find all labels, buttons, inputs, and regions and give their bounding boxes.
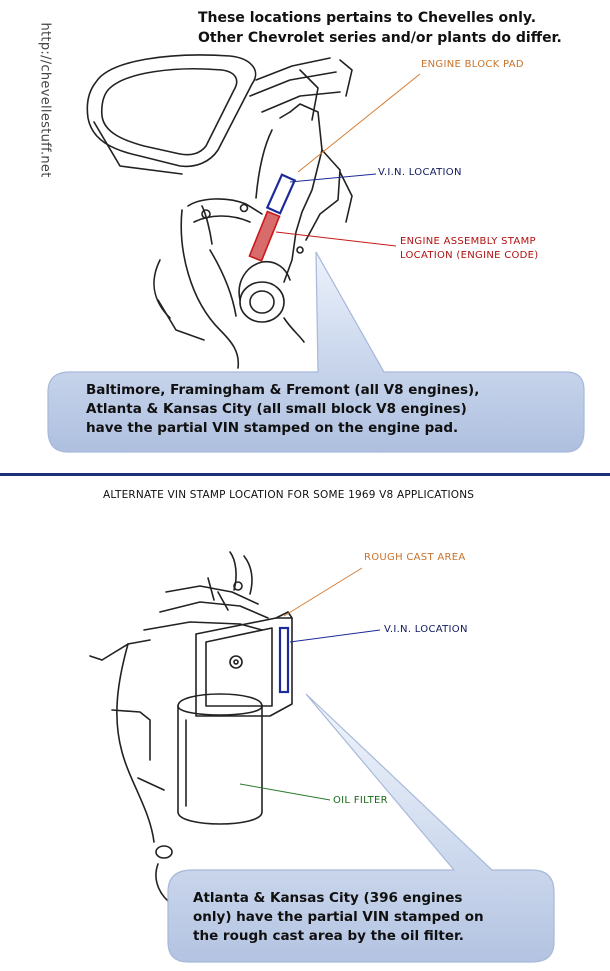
bottom-engine-drawing [89,551,293,905]
alternate-location-title: ALTERNATE VIN STAMP LOCATION FOR SOME 19… [103,489,475,501]
section-divider [0,473,610,476]
rough-cast-leader [283,567,363,617]
bottom-callout-line1: Atlanta & Kansas City (396 engines [193,890,463,906]
header-note-line1: These locations pertains to Chevelles on… [198,10,537,26]
top-callout-bubble [47,251,585,453]
vin-pad-marker [265,173,297,215]
top-callout-line2: Atlanta & Kansas City (all small block V… [86,401,467,417]
bottom-callout-bubble [167,693,555,963]
engine-block-pad-label: ENGINE BLOCK PAD [421,59,524,70]
top-callout-text: Baltimore, Framingham & Fremont (all V8 … [86,381,479,438]
engine-block-pad-leader [297,73,421,173]
bottom-callout-line3: the rough cast area by the oil filter. [193,928,464,944]
bottom-callout-text: Atlanta & Kansas City (396 engines only)… [193,889,484,946]
bottom-vin-leader [289,629,381,643]
top-callout-line1: Baltimore, Framingham & Fremont (all V8 … [86,382,480,398]
header-note: These locations pertains to Chevelles on… [198,8,562,48]
side-url: http://chevellestuff.net [36,22,53,178]
rough-cast-area-label: ROUGH CAST AREA [364,552,466,563]
assembly-stamp-label-line1: ENGINE ASSEMBLY STAMP [400,236,536,247]
assembly-stamp-leader [275,231,397,247]
assembly-stamp-label-line2: LOCATION (ENGINE CODE) [400,250,539,261]
vin-location-leader [289,173,377,183]
bottom-vin-marker [278,626,290,694]
oil-filter-leader [239,783,331,801]
bottom-vin-location-label: V.I.N. LOCATION [384,624,468,635]
header-note-line2: Other Chevrolet series and/or plants do … [198,30,562,46]
assembly-stamp-marker [248,210,281,262]
top-vin-location-label: V.I.N. LOCATION [378,167,462,178]
top-engine-drawing [86,54,353,369]
oil-filter-label: OIL FILTER [333,795,388,806]
bottom-callout-line2: only) have the partial VIN stamped on [193,909,484,925]
side-url-text: http://chevellestuff.net [37,22,53,178]
top-callout-line3: have the partial VIN stamped on the engi… [86,420,459,436]
